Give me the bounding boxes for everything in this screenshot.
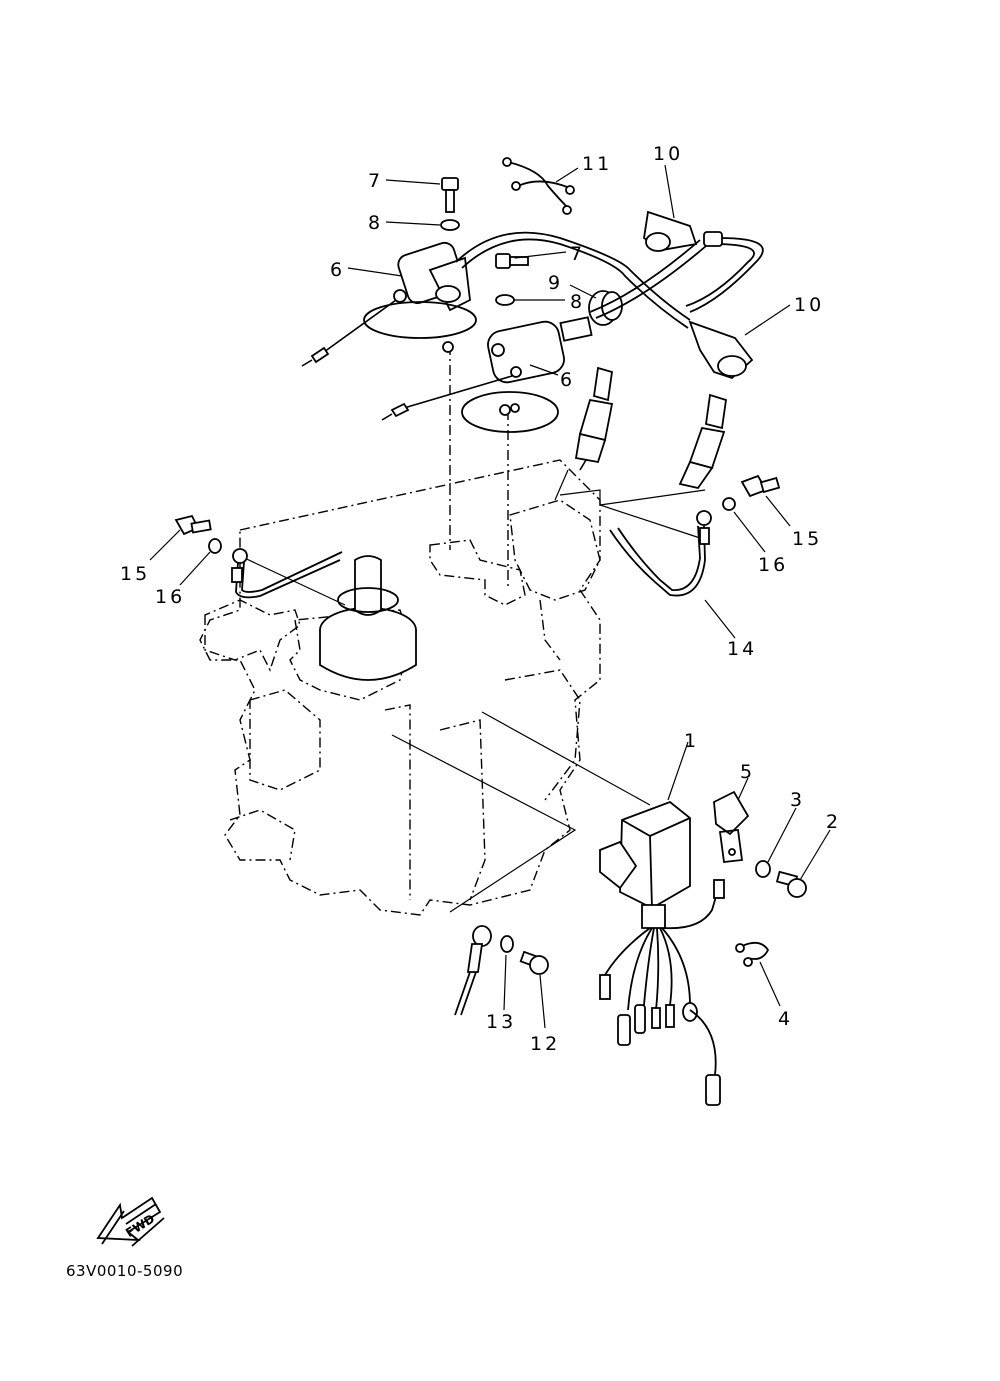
wire-clip [502,157,575,215]
leader-lines [237,345,706,913]
plug-cap-lower [688,320,754,380]
callout-11: 11 [582,153,612,175]
callout-12: 12 [530,1033,560,1055]
bolt-upper [440,177,460,231]
callout-2: 2 [826,811,841,833]
fwd-arrow-icon: FWD [96,1196,165,1247]
callout-9: 9 [548,272,563,294]
callout-13: 13 [486,1011,516,1033]
callout-10-upper: 10 [653,143,683,165]
cdi-unit [599,800,725,1106]
engine-block-outline [199,459,601,916]
plug-leader [554,469,569,501]
spark-plug-left [574,366,614,471]
callout-16-left: 16 [155,586,185,608]
callout-leaders [149,164,831,1029]
callout-6-upper: 6 [330,259,345,281]
callout-7-upper: 7 [368,170,383,192]
callout-3: 3 [790,789,805,811]
spark-plug-right [678,393,727,490]
bolt-lower [495,253,529,306]
cdi-washer [755,860,771,878]
ground-lead-left [174,514,343,599]
callout-4: 4 [778,1008,793,1030]
callout-5: 5 [740,761,755,783]
callout-15-left: 15 [120,563,150,585]
ignition-coil-lower [381,316,593,433]
callout-8-upper: 8 [368,212,383,234]
callout-10-lower: 10 [794,294,824,316]
callout-1: 1 [684,730,699,752]
ground-lead-right [609,474,781,597]
callout-14: 14 [727,638,757,660]
plug-cap-upper [643,210,723,252]
cdi-bolt [775,870,807,898]
callout-8-lower: 8 [570,291,585,313]
ground-lead-lower [454,925,549,1016]
callout-16-right: 16 [758,554,788,576]
wire-tie [735,941,770,967]
ignition-coil-upper [301,241,477,367]
high-tension-leads [455,231,764,329]
cdi-bracket [713,790,750,863]
callout-6-lower: 6 [560,369,575,391]
diagram-code: 63V0010-5090 [66,1262,184,1280]
flywheel-dome [319,555,417,681]
callout-7-lower: 7 [570,243,585,265]
callout-15-right: 15 [792,528,822,550]
